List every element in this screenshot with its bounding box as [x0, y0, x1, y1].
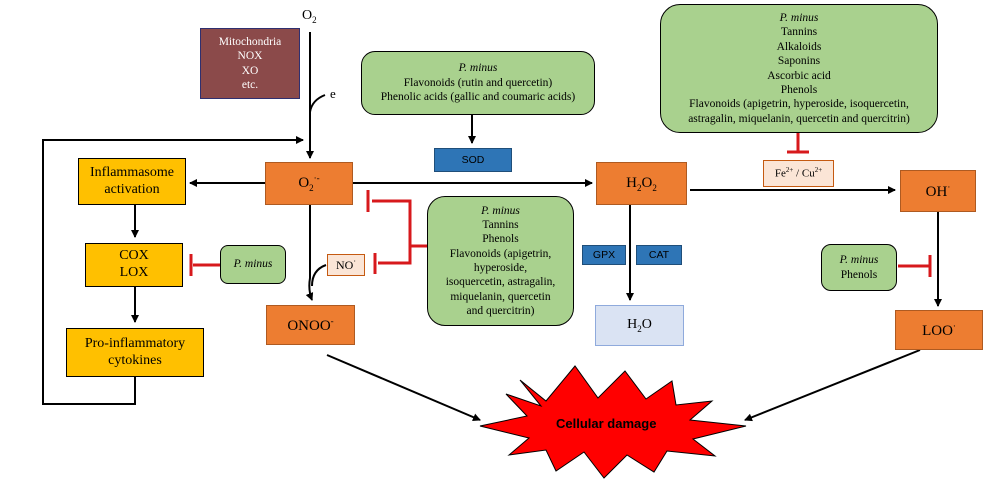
- inflammasome-box: Inflammasome activation: [78, 158, 186, 205]
- extract-line: Tannins: [780, 26, 818, 39]
- extract-line: Phenolic acids (gallic and coumaric acid…: [380, 91, 576, 104]
- metal-ions-box: Fe2+ / Cu2+: [763, 160, 834, 187]
- hydrogen-peroxide-box: H2O2: [596, 162, 687, 205]
- nitric-oxide-box: NO·: [327, 254, 365, 276]
- oxygen-label: O2: [302, 8, 317, 25]
- extract-line: Tannins: [482, 218, 519, 231]
- gpx-enzyme-box: GPX: [582, 245, 626, 265]
- pminus-name: P. minus: [481, 204, 520, 217]
- inhibit-center-branch: [372, 199, 427, 248]
- arrow-peroxyl-to-damage: [744, 349, 921, 422]
- extract-line: Ascorbic acid: [767, 69, 831, 82]
- cellular-damage-label: Cellular damage: [556, 416, 657, 431]
- ros-source-item: etc.: [241, 78, 259, 91]
- ros-source-item: Mitochondria: [218, 35, 282, 48]
- pminus-name: P. minus: [233, 258, 273, 271]
- pminus-phenols-box: P. minus Phenols: [821, 244, 897, 291]
- cellular-damage-burst: [479, 365, 747, 479]
- pminus-metal-box: P. minus Tannins Alkaloids Saponins Asco…: [660, 4, 938, 133]
- peroxynitrite-box: ONOO-: [266, 305, 355, 345]
- extract-line: Saponins: [777, 55, 821, 68]
- water-box: H2O: [595, 305, 684, 346]
- ros-sources-box: Mitochondria NOX XO etc.: [200, 28, 300, 99]
- hydroxyl-box: OH·: [900, 170, 976, 212]
- extract-line: isoquercetin, astragalin,: [445, 276, 556, 289]
- ros-source-item: NOX: [237, 50, 263, 63]
- arrow-superoxide-to-peroxynitrite: [305, 205, 314, 301]
- pminus-name: P. minus: [779, 12, 819, 24]
- ros-source-item: XO: [241, 64, 259, 77]
- extract-line: miquelanin, quercetin: [450, 290, 551, 303]
- extract-line: Phenols: [780, 83, 818, 96]
- extract-line: Phenols: [840, 268, 878, 281]
- extract-line: hyperoside,: [473, 262, 528, 274]
- pminus-center-box: P. minus Tannins Phenols Flavonoids (api…: [427, 196, 574, 326]
- inhibit-no-branch: [378, 246, 412, 265]
- extract-line: Flavonoids (apigetrin, hyperoside, isoqu…: [689, 98, 909, 111]
- extract-line: and quercitrin): [466, 305, 535, 318]
- cat-enzyme-box: CAT: [636, 245, 682, 265]
- extract-line: astragalin, miquelanin, quercetin and qu…: [688, 112, 910, 125]
- peroxyl-box: LOO·: [895, 310, 983, 350]
- pminus-cox-box: P. minus: [220, 245, 286, 284]
- extract-line: Flavonoids (rutin and quercetin): [403, 76, 553, 89]
- extract-line: Flavonoids (apigetrin,: [449, 247, 552, 260]
- electron-label: e: [330, 86, 336, 101]
- superoxide-box: O2·-: [265, 162, 353, 205]
- pminus-sod-box: P. minus Flavonoids (rutin and quercetin…: [361, 51, 595, 115]
- extract-line: Phenols: [482, 233, 519, 246]
- extract-line: Alkaloids: [776, 40, 822, 53]
- pminus-name: P. minus: [839, 254, 879, 267]
- cox-lox-box: COX LOX: [85, 243, 183, 287]
- feedback-loop-line: [42, 136, 304, 405]
- electron-curve: [309, 94, 326, 113]
- pminus-name: P. minus: [458, 62, 498, 75]
- arrow-no-to-peroxynitrite: [311, 264, 327, 287]
- sod-enzyme-box: SOD: [434, 148, 512, 172]
- cytokines-box: Pro-inflammatory cytokines: [66, 328, 204, 377]
- arrow-peroxynitrite-to-damage: [326, 354, 481, 421]
